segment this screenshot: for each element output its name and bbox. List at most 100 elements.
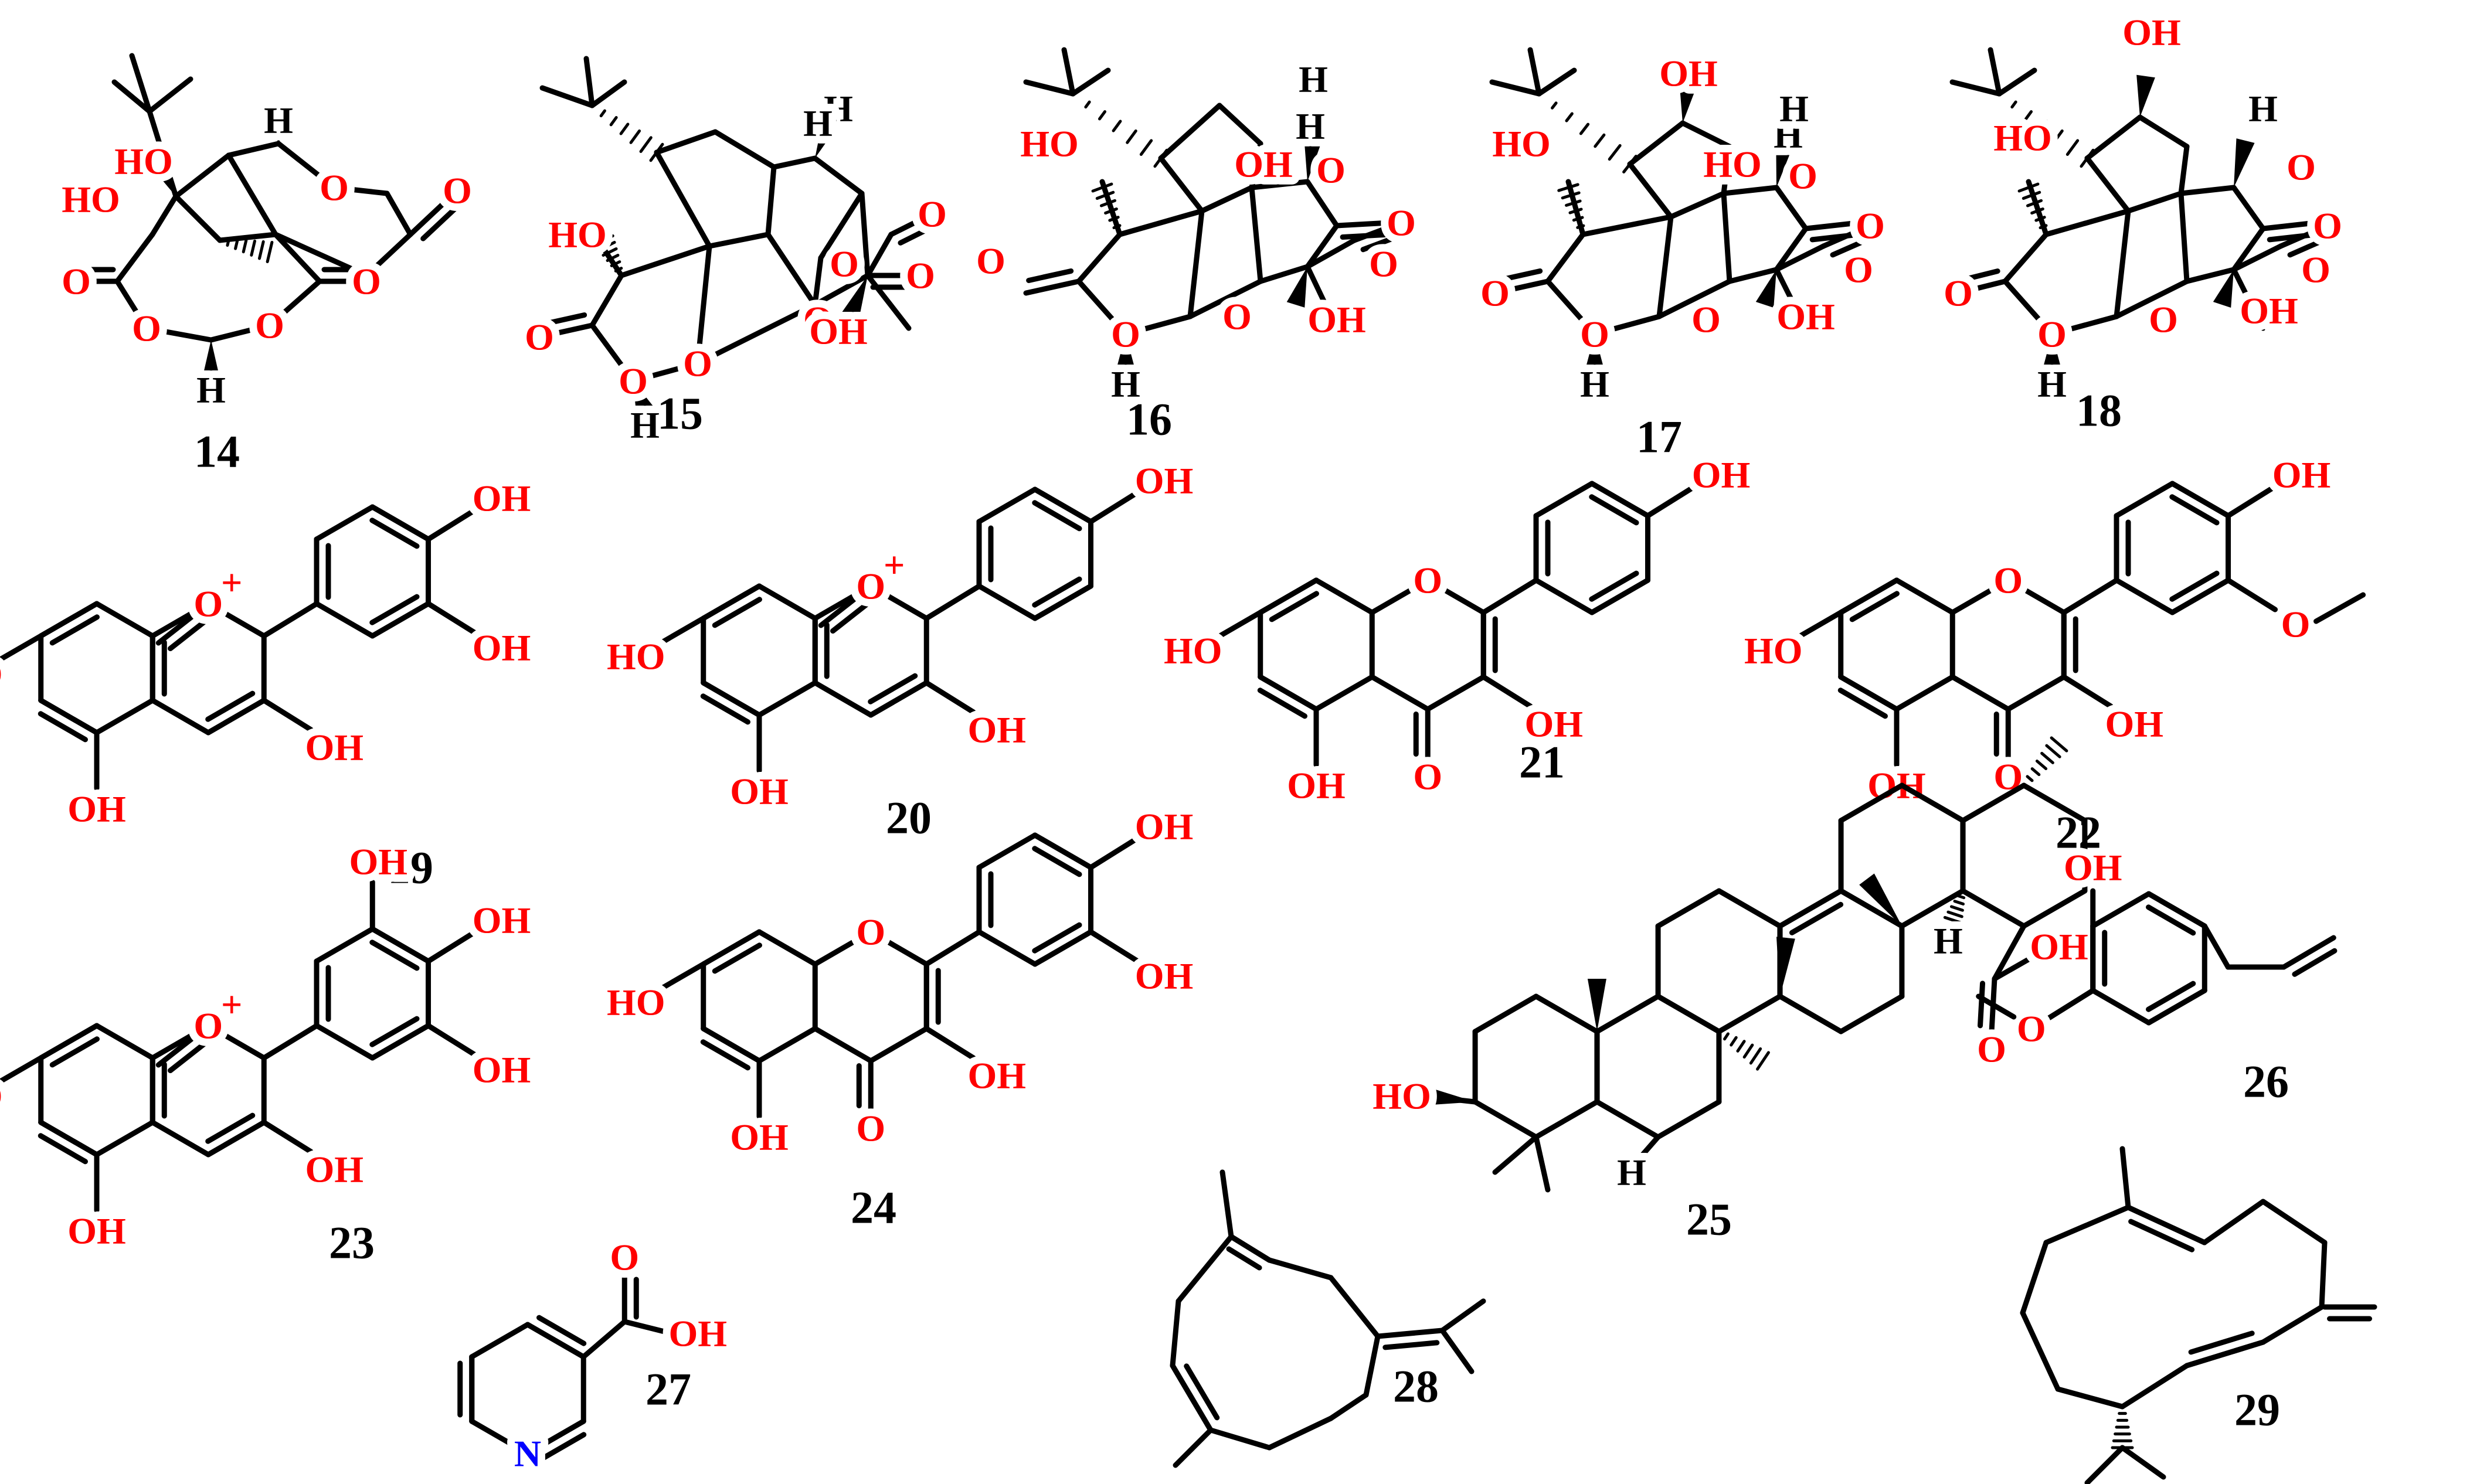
atom-label: OH	[2272, 454, 2331, 496]
atom-label: O	[2037, 314, 2067, 355]
ring-oxygen: O	[1993, 560, 2023, 601]
atom-label: OH	[473, 627, 531, 669]
compound-number-label: 17	[1636, 411, 1682, 462]
atom-label: O	[1387, 202, 1416, 244]
atom-label: O	[2149, 299, 2178, 341]
atom-label: HO	[548, 214, 607, 256]
compound-number-label: 20	[886, 792, 932, 843]
atom-label: HO	[1703, 144, 1762, 185]
carbonyl-oxygen: O	[1413, 756, 1442, 798]
atom-label: OH	[1135, 806, 1194, 847]
atom-label: OH	[1135, 460, 1194, 502]
atom-label: O	[610, 1237, 639, 1278]
atom-label: O	[1856, 205, 1885, 247]
atom-label: O	[2313, 205, 2342, 247]
atom-label: H	[2248, 88, 2278, 130]
atom-label: HO	[607, 982, 665, 1023]
atom-label: OH	[730, 771, 789, 812]
atom-label: H	[1617, 1152, 1646, 1193]
atom-label: OH	[967, 709, 1026, 751]
positive-charge: +	[221, 984, 242, 1026]
atom-label: OH	[1524, 703, 1583, 745]
positive-charge: +	[884, 544, 905, 586]
oxonium-atom: O	[856, 566, 885, 607]
atom-label: OH	[473, 900, 531, 941]
compound-number-label: 23	[329, 1217, 375, 1268]
atom-label: HO	[1492, 123, 1551, 165]
compound-number-label: 26	[2243, 1056, 2289, 1107]
atom-label: O	[255, 305, 284, 346]
atom-label: O	[62, 261, 91, 302]
atom-label: OH	[2105, 703, 2163, 745]
atom-label: H	[1934, 920, 1963, 962]
atom-label: H	[1779, 88, 1809, 130]
atom-label: OH	[2122, 12, 2181, 53]
compound-number-label: 21	[1519, 737, 1565, 788]
atom-label: OH	[1659, 53, 1718, 94]
atom-label: HO	[62, 179, 120, 220]
atom-label: OH	[67, 788, 126, 830]
atom-label: O	[1788, 155, 1817, 197]
atom-label: O	[1222, 296, 1252, 338]
atom-label: O	[2017, 1008, 2046, 1050]
compound-29: 29	[2020, 1146, 2377, 1484]
atom-label: OH	[730, 1117, 789, 1158]
atom-label: OH	[349, 841, 407, 883]
atom-label: O	[443, 170, 472, 212]
atom-label: H	[1296, 105, 1325, 147]
ring-oxygen: O	[1413, 560, 1442, 601]
atom-label: OH	[2064, 847, 2122, 889]
atom-label: OH	[473, 478, 531, 519]
compound-number-label: 25	[1686, 1194, 1732, 1245]
atom-label: H	[264, 100, 293, 141]
atom-label: OH	[668, 1313, 727, 1354]
atom-label: O	[830, 243, 859, 285]
ring-oxygen: O	[856, 911, 885, 953]
atom-label: HO	[1020, 123, 1079, 165]
carbonyl-oxygen: O	[856, 1108, 885, 1149]
atom-label: H	[1299, 59, 1328, 100]
compound-number-label: 28	[1393, 1361, 1439, 1412]
atom-label: HO	[1993, 117, 2052, 159]
atom-label: O	[2301, 249, 2330, 291]
atom-label: HO	[1373, 1075, 1431, 1117]
atom-label: OH	[967, 1055, 1026, 1097]
compound-26: OH O 26	[1976, 839, 2338, 1107]
atom-label: O	[1580, 314, 1609, 355]
atom-label: O	[1691, 299, 1721, 341]
compound-number-label: 27	[646, 1364, 691, 1415]
atom-label: OH	[305, 727, 363, 768]
compound-number-label: 15	[657, 388, 703, 439]
atom-label: HO	[0, 1075, 3, 1117]
compound-28: 28	[1170, 1169, 1486, 1468]
atom-label: HO	[0, 653, 3, 695]
compound-number-label: 14	[194, 426, 240, 477]
atom-label: O	[352, 261, 381, 302]
atom-label: H	[630, 404, 660, 446]
compound-number-label: 29	[2234, 1384, 2280, 1435]
positive-charge: +	[221, 562, 242, 604]
atom-label: O	[1844, 249, 1873, 291]
atom-label: OH	[305, 1149, 363, 1190]
atom-label: O	[1944, 273, 1973, 314]
atom-label: OH	[809, 311, 868, 352]
atom-label: OH	[473, 1049, 531, 1091]
atom-label: OH	[2240, 290, 2298, 332]
atom-label: O	[1480, 273, 1510, 314]
atom-label: H	[803, 103, 833, 144]
atom-label: OH	[1692, 454, 1751, 496]
atom-label: OH	[1234, 144, 1293, 185]
atom-label: OH	[1287, 765, 1346, 806]
atom-label: O	[976, 240, 1005, 282]
atom-label: HO	[607, 636, 665, 678]
atom-label: O	[1316, 149, 1346, 191]
atom-label: OH	[1135, 955, 1194, 997]
atom-label: HO	[114, 141, 173, 182]
